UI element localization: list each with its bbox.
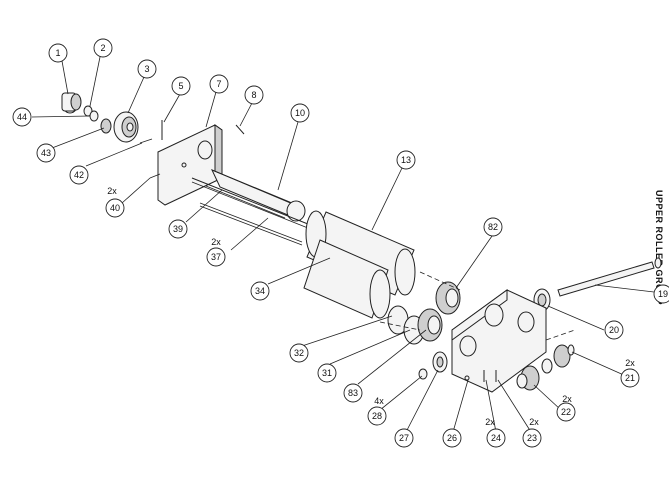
svg-text:10: 10 [295, 108, 305, 118]
svg-text:3: 3 [144, 64, 149, 74]
callout-83: 83 [343, 383, 363, 403]
svg-text:23: 23 [527, 433, 537, 443]
part-shaft-19 [557, 257, 662, 297]
svg-text:82: 82 [488, 222, 498, 232]
callout-24: 24 [486, 428, 506, 448]
svg-text:24: 24 [491, 433, 501, 443]
axis-line-upper [419, 271, 461, 291]
callout-31: 31 [317, 363, 337, 383]
svg-text:7: 7 [216, 79, 221, 89]
svg-text:42: 42 [74, 170, 84, 180]
callout-40: 40 [105, 198, 125, 218]
callout-10: 10 [290, 103, 310, 123]
callout-32: 32 [289, 343, 309, 363]
part-rod-37 [199, 202, 303, 243]
part-gear-22 [516, 358, 553, 391]
svg-text:37: 37 [211, 252, 221, 262]
svg-text:2: 2 [100, 43, 105, 53]
svg-text:1: 1 [55, 48, 60, 58]
qty-28: 4x [374, 396, 384, 406]
qty-24: 2x [485, 417, 495, 427]
qty-37: 2x [211, 237, 221, 247]
svg-text:19: 19 [658, 289, 668, 299]
callout-43: 43 [36, 143, 56, 163]
callout-23: 23 [522, 428, 542, 448]
part-screw-40 [149, 173, 161, 179]
svg-text:83: 83 [348, 388, 358, 398]
part-bevel-gear-83 [417, 308, 443, 342]
svg-text:43: 43 [41, 148, 51, 158]
callout-82: 82 [483, 217, 503, 237]
callout-19: 19 [653, 284, 669, 304]
callout-26: 26 [442, 428, 462, 448]
svg-text:21: 21 [625, 373, 635, 383]
diagram-title: UPPER ROLLER GROUP [654, 190, 664, 305]
qty-22: 2x [562, 394, 572, 404]
callout-8: 8 [244, 85, 264, 105]
part-upper-roller [205, 169, 306, 222]
svg-text:34: 34 [255, 286, 265, 296]
qty-23: 2x [529, 417, 539, 427]
callout-2: 2 [93, 38, 113, 58]
axis-line-lower [379, 321, 421, 331]
callout-28: 28 [367, 406, 387, 426]
callout-3: 3 [137, 59, 157, 79]
leader-lines [31, 56, 655, 435]
svg-text:26: 26 [447, 433, 457, 443]
part-gear-43 [100, 118, 112, 134]
part-left-plate [157, 124, 223, 206]
svg-text:44: 44 [17, 112, 27, 122]
callout-21: 21 [620, 368, 640, 388]
svg-text:32: 32 [294, 348, 304, 358]
qty-21: 2x [625, 358, 635, 368]
svg-text:13: 13 [401, 155, 411, 165]
qty-40: 2x [107, 186, 117, 196]
part-bevel-gear-82 [435, 281, 461, 315]
callout-22: 22 [556, 402, 576, 422]
part-screw-42 [139, 138, 153, 144]
part-knob [61, 92, 82, 114]
svg-text:27: 27 [399, 433, 409, 443]
part-dowel-8 [235, 124, 245, 135]
part-shaft-39 [191, 177, 319, 229]
part-handwheel [113, 111, 139, 143]
callouts: 1 2 3 5 7 8 10 13 19 20 2x 21 2x 22 2x 2… [12, 38, 669, 448]
svg-text:20: 20 [609, 325, 619, 335]
svg-text:40: 40 [110, 203, 120, 213]
callout-5: 5 [171, 76, 191, 96]
callout-7: 7 [209, 74, 229, 94]
parts-drawing [61, 92, 662, 393]
callout-42: 42 [69, 165, 89, 185]
part-seal-27 [432, 351, 448, 373]
callout-1: 1 [48, 43, 68, 63]
callout-20: 20 [604, 320, 624, 340]
part-gear-21 [553, 344, 575, 368]
svg-text:8: 8 [251, 90, 256, 100]
callout-27: 27 [394, 428, 414, 448]
callout-37: 37 [206, 247, 226, 267]
callout-44: 44 [12, 107, 32, 127]
part-washer-44 [89, 110, 99, 122]
axis-line-right [545, 329, 576, 341]
part-roller-34 [303, 239, 391, 319]
svg-text:31: 31 [322, 368, 332, 378]
callout-13: 13 [396, 150, 416, 170]
svg-text:39: 39 [173, 224, 183, 234]
callout-39: 39 [168, 219, 188, 239]
callout-34: 34 [250, 281, 270, 301]
part-right-housing [451, 289, 547, 393]
svg-text:28: 28 [372, 411, 382, 421]
svg-text:22: 22 [561, 407, 571, 417]
svg-text:5: 5 [178, 81, 183, 91]
